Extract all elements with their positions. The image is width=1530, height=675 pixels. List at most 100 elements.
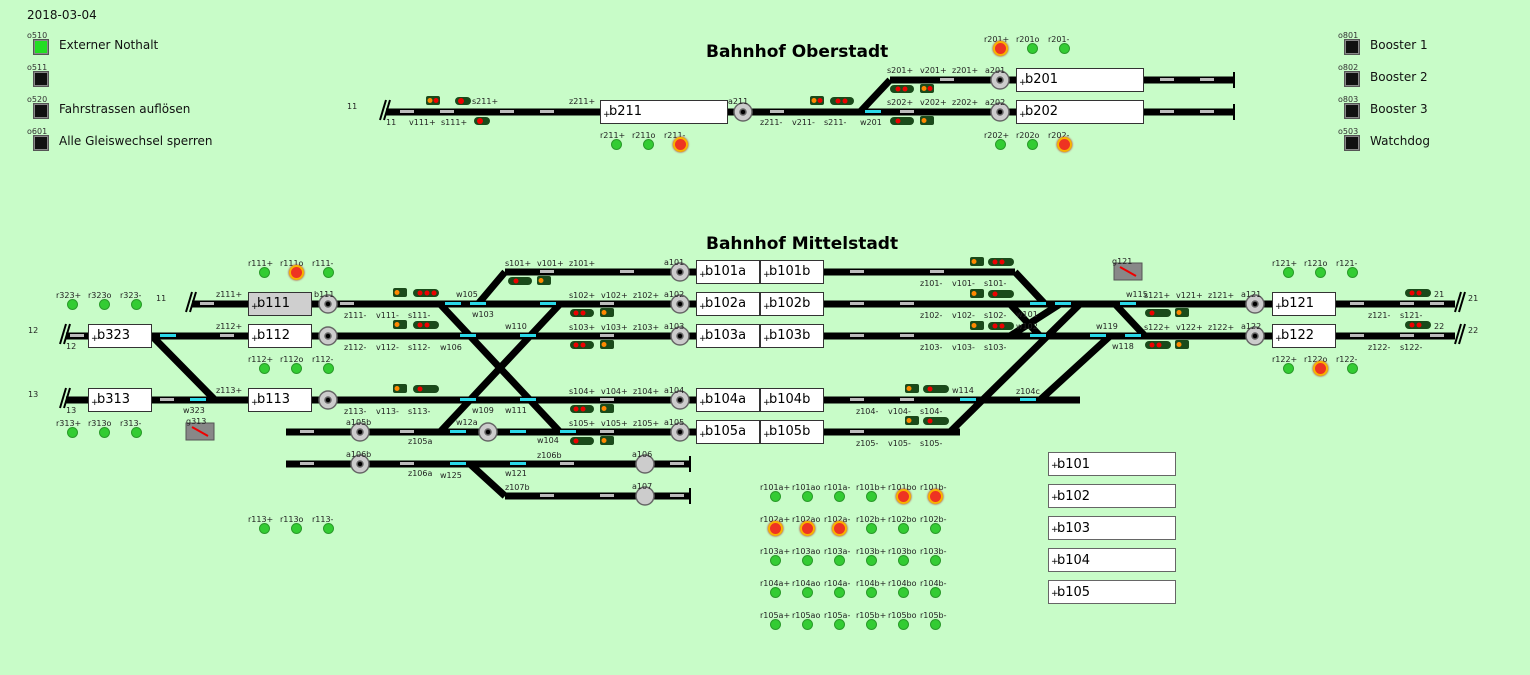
block-b102a[interactable]: b102a+ [696,292,760,316]
block-b102b[interactable]: b102b+ [760,292,824,316]
route-block-b102[interactable]: b102+ [1048,484,1176,508]
route-block-b103[interactable]: b103+ [1048,516,1176,540]
route-label: r104a- [824,579,851,588]
block-b323[interactable]: b323+ [88,324,152,348]
block-b103a[interactable]: b103a+ [696,324,760,348]
route-indicator[interactable] [291,523,302,534]
route-indicator[interactable] [866,491,877,502]
block-b121[interactable]: b121+ [1272,292,1336,316]
route-indicator[interactable] [323,267,334,278]
route-indicator[interactable] [768,521,783,536]
route-indicator[interactable] [67,427,78,438]
route-indicator[interactable] [866,587,877,598]
route-indicator[interactable] [802,619,813,630]
route-indicator[interactable] [930,523,941,534]
route-indicator[interactable] [1027,139,1038,150]
route-indicator[interactable] [770,491,781,502]
route-indicator[interactable] [770,619,781,630]
block-b113[interactable]: b113+ [248,388,312,412]
route-indicator[interactable] [1313,361,1328,376]
route-indicator[interactable] [898,555,909,566]
route-indicator[interactable] [834,619,845,630]
route-indicator[interactable] [834,587,845,598]
route-indicator[interactable] [930,619,941,630]
route-indicator[interactable] [834,555,845,566]
route-indicator[interactable] [1283,363,1294,374]
route-indicator[interactable] [99,299,110,310]
route-indicator[interactable] [993,41,1008,56]
route-block-b101[interactable]: b101+ [1048,452,1176,476]
track-label: 11 [156,294,167,303]
watchdog-button[interactable] [1344,135,1360,151]
gleiswechsel-button[interactable] [33,135,49,151]
route-indicator[interactable] [800,521,815,536]
block-b111[interactable]: b111+ [248,292,312,316]
route-indicator[interactable] [866,523,877,534]
signal-label: z105a [408,437,433,446]
signal-label: a105 [664,418,685,427]
route-indicator[interactable] [611,139,622,150]
route-indicator[interactable] [1347,363,1358,374]
block-b101a[interactable]: b101a+ [696,260,760,284]
route-indicator[interactable] [930,555,941,566]
block-b101b[interactable]: b101b+ [760,260,824,284]
route-indicator[interactable] [770,555,781,566]
booster-1-button[interactable] [1344,39,1360,55]
route-indicator[interactable] [259,363,270,374]
route-indicator[interactable] [1059,43,1070,54]
block-b313[interactable]: b313+ [88,388,152,412]
fahrstrassen-button[interactable] [33,103,49,119]
block-b211[interactable]: b211+ [600,100,728,124]
route-indicator[interactable] [770,587,781,598]
block-b112[interactable]: b112+ [248,324,312,348]
route-indicator[interactable] [99,427,110,438]
route-indicator[interactable] [866,555,877,566]
route-indicator[interactable] [259,523,270,534]
route-indicator[interactable] [643,139,654,150]
route-indicator[interactable] [866,619,877,630]
route-indicator[interactable] [673,137,688,152]
block-b105a[interactable]: b105a+ [696,420,760,444]
route-indicator[interactable] [898,587,909,598]
route-indicator[interactable] [1347,267,1358,278]
booster-3-button[interactable] [1344,103,1360,119]
route-indicator[interactable] [323,363,334,374]
route-indicator[interactable] [131,427,142,438]
route-indicator[interactable] [259,267,270,278]
route-indicator[interactable] [802,555,813,566]
route-indicator[interactable] [1027,43,1038,54]
route-block-b105[interactable]: b105+ [1048,580,1176,604]
block-b103b[interactable]: b103b+ [760,324,824,348]
route-indicator[interactable] [832,521,847,536]
route-indicator[interactable] [928,489,943,504]
block-b201[interactable]: b201+ [1016,68,1144,92]
route-indicator[interactable] [289,265,304,280]
route-indicator[interactable] [898,619,909,630]
route-indicator[interactable] [323,523,334,534]
route-indicator[interactable] [291,363,302,374]
route-block-b104[interactable]: b104+ [1048,548,1176,572]
o511-button[interactable] [33,71,49,87]
route-indicator[interactable] [834,491,845,502]
route-indicator[interactable] [896,489,911,504]
signal-label: z211- [760,118,783,127]
route-indicator[interactable] [802,587,813,598]
route-indicator[interactable] [67,299,78,310]
route-indicator[interactable] [1315,267,1326,278]
route-indicator[interactable] [930,587,941,598]
block-b104b[interactable]: b104b+ [760,388,824,412]
booster-2-button[interactable] [1344,71,1360,87]
block-b122[interactable]: b122+ [1272,324,1336,348]
route-indicator[interactable] [131,299,142,310]
route-indicator[interactable] [898,523,909,534]
block-b105b[interactable]: b105b+ [760,420,824,444]
nothalt-button[interactable] [33,39,49,55]
route-indicator[interactable] [995,139,1006,150]
block-b202[interactable]: b202+ [1016,100,1144,124]
route-indicator[interactable] [802,491,813,502]
block-b104a[interactable]: b104a+ [696,388,760,412]
route-indicator[interactable] [1283,267,1294,278]
block-label: b103b [769,328,811,343]
route-indicator[interactable] [1057,137,1072,152]
signal-label: a102 [664,290,685,299]
